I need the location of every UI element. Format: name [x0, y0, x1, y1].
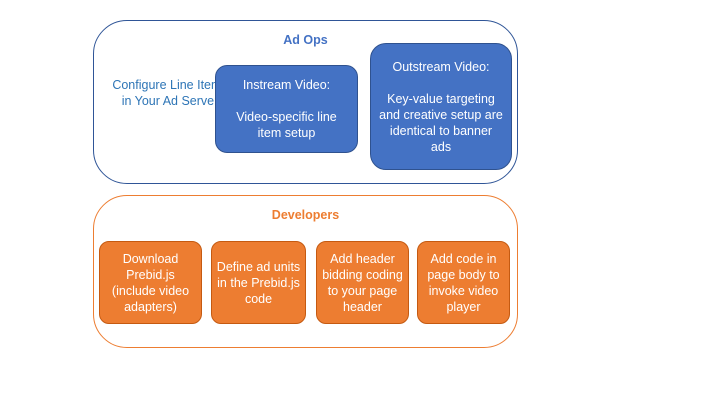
configure-line-items-label: Configure Line Items in Your Ad Server — [112, 78, 228, 108]
outstream-video-box: Outstream Video: Key-value targeting and… — [370, 43, 512, 170]
add-body-code-step: Add code in page body to invoke video pl… — [417, 241, 510, 324]
developers-title: Developers — [271, 208, 340, 222]
developers-group: Developers Download Prebid.js (include v… — [93, 195, 518, 348]
ad-ops-title: Ad Ops — [283, 33, 328, 47]
add-header-bidding-step: Add header bidding coding to your page h… — [316, 241, 409, 324]
instream-video-box: Instream Video: Video-specific line item… — [215, 65, 358, 153]
ad-ops-group: Ad Ops Configure Line Items in Your Ad S… — [93, 20, 518, 184]
define-ad-units-step: Define ad units in the Prebid.js code — [211, 241, 306, 324]
download-prebid-step: Download Prebid.js (include video adapte… — [99, 241, 202, 324]
